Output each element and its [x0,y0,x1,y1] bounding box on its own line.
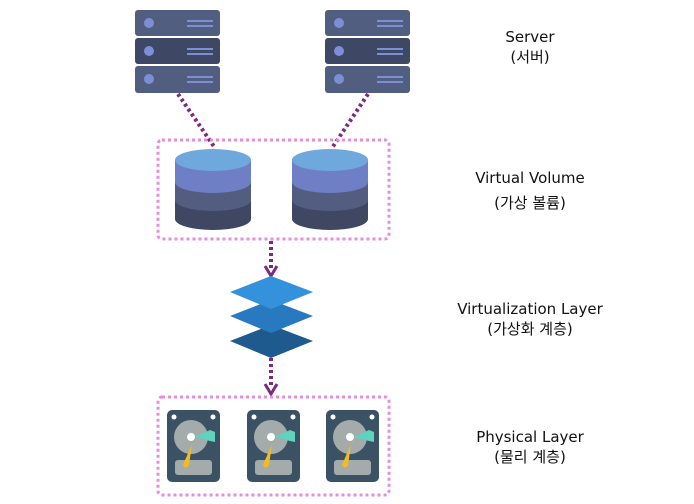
virtual-volume-title: Virtual Volume [475,169,585,187]
hard-drive-icon [326,410,379,482]
server-subtitle: (서버) [510,48,550,66]
virtualization-layer-subtitle: (가상화 계층) [487,320,573,338]
virtual-volume-subtitle: (가상 볼륨) [494,194,566,212]
virtual-volume-label: Virtual Volume (가상 볼륨) [430,166,630,216]
virtualization-layer-title: Virtualization Layer [457,300,603,318]
arrow-head-icon [263,383,279,397]
server-label: Server (서버) [430,27,630,67]
hard-drive-icon [167,410,220,482]
physical-layer-title: Physical Layer [476,428,584,446]
hard-drive-icon [247,410,300,482]
virtualization-layer-label: Virtualization Layer (가상화 계층) [430,299,630,339]
database-icon [175,149,251,230]
virtual-volume-group [156,138,391,241]
layers-icon [230,276,313,358]
physical-layer-subtitle: (물리 계층) [494,448,566,466]
server-title: Server [505,28,555,46]
server-icon [325,10,410,93]
database-icon [292,149,368,230]
physical-layer-label: Physical Layer (물리 계층) [430,427,630,467]
server-icon [135,10,220,93]
connector-server1-volume [176,92,217,150]
